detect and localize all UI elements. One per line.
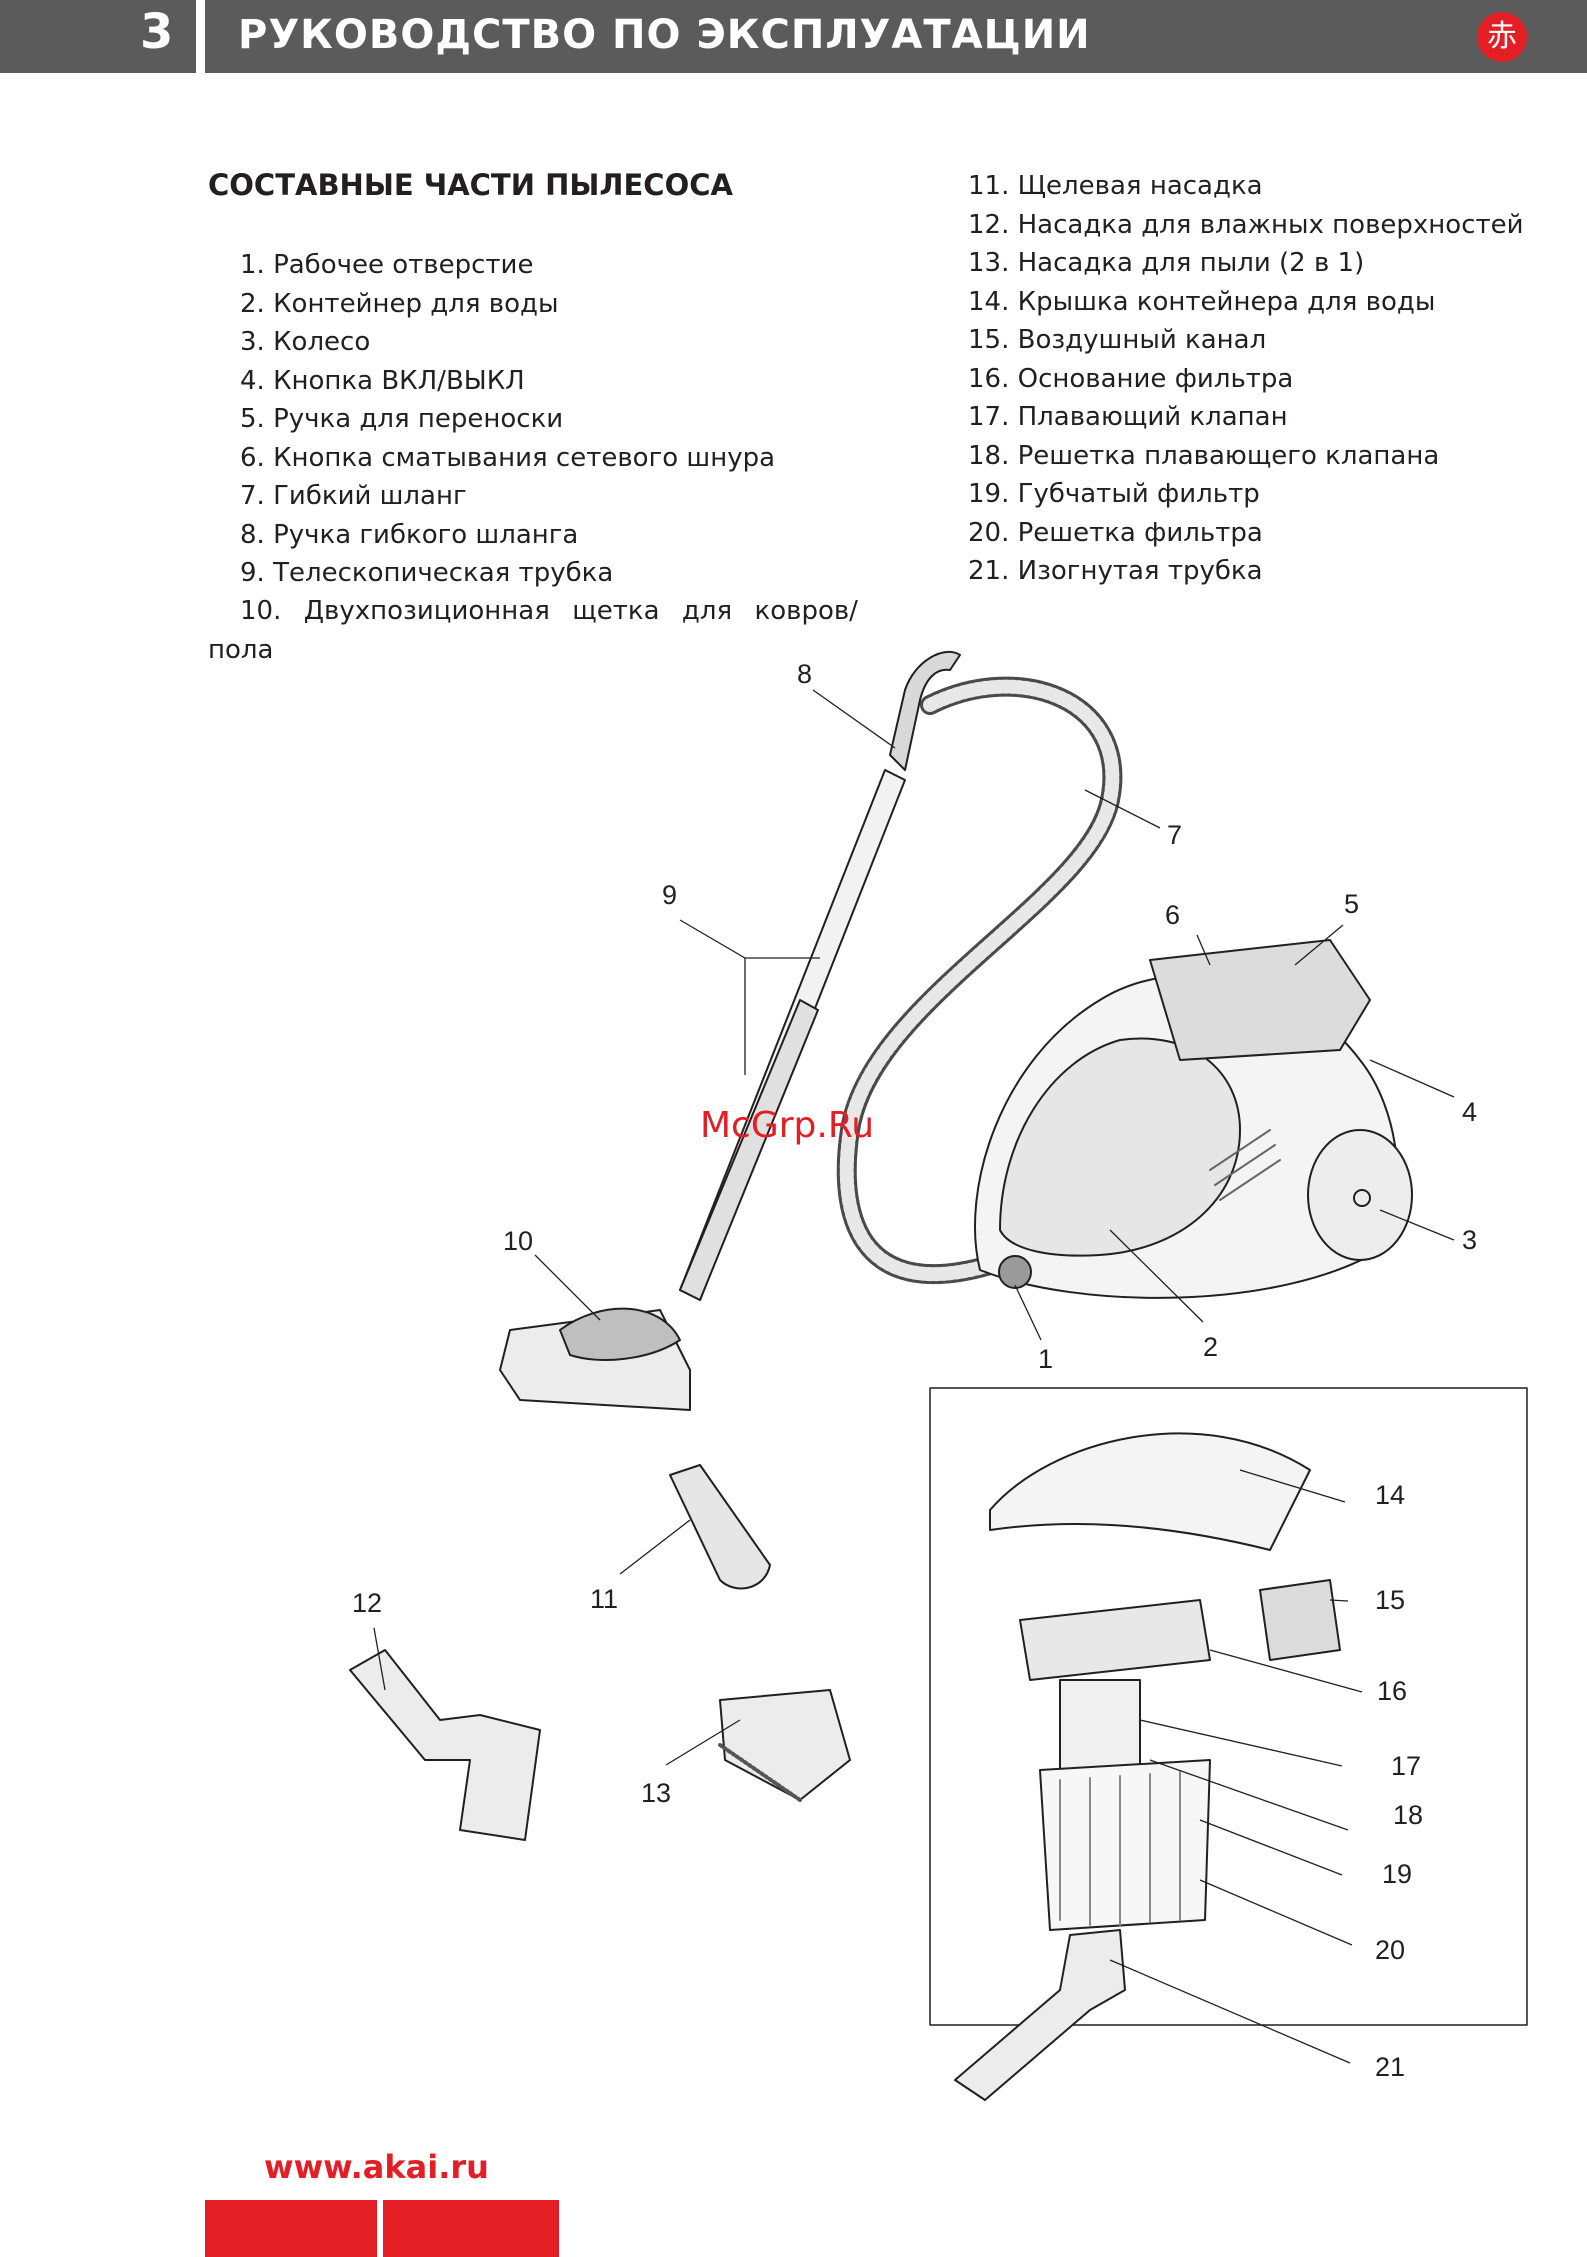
callout-label: 16 [1377, 1676, 1407, 1706]
part-item: 13. Насадка для пыли (2 в 1) [968, 248, 1365, 278]
part-item: 5. Ручка для переноски [240, 404, 564, 434]
footer-bar-left [205, 2200, 377, 2257]
part-item: 6. Кнопка сматывания сетевого шнура [240, 442, 776, 473]
part-10-word: щетка [572, 596, 660, 626]
callout-label: 7 [1167, 820, 1182, 850]
floating-valve-illustration [1059, 1679, 1141, 1781]
part-item: 3. Колесо [240, 327, 371, 357]
akai-logo-icon: 赤 [1477, 12, 1527, 62]
header-bar: 3 РУКОВОДСТВО ПО ЭКСПЛУАТАЦИИ 赤 [0, 0, 1587, 73]
page-number: 3 [140, 4, 174, 60]
callout-label: 4 [1462, 1097, 1477, 1127]
callout-label: 5 [1344, 889, 1359, 919]
part-10-word: для [681, 596, 733, 626]
part-item: 4. Кнопка ВКЛ/ВЫКЛ [240, 365, 525, 396]
part-item: 8. Ручка гибкого шланга [240, 519, 579, 550]
wheel-illustration [1307, 1129, 1413, 1261]
part-item: 19. Губчатый фильтр [968, 479, 1260, 509]
part-item: 18. Решетка плавающего клапана [968, 440, 1440, 471]
callout-label: 9 [662, 880, 677, 910]
watermark: McGrp.Ru [700, 1105, 875, 1146]
part-10-word: 10. [240, 596, 282, 626]
part-item-10: 10. Двухпозиционная щетка для ковров/ по… [208, 592, 858, 669]
filter-grid-illustration [1039, 1759, 1211, 1931]
part-item: 7. Гибкий шланг [240, 481, 467, 511]
filter-base-illustration [1019, 1599, 1211, 1681]
callout-label: 3 [1462, 1225, 1477, 1255]
callout-label: 6 [1165, 900, 1180, 930]
inset-frame [929, 1387, 1528, 2026]
parts-list-left: 1. Рабочее отверстие 2. Контейнер для во… [240, 246, 860, 593]
callout-label: 2 [1203, 1332, 1218, 1362]
part-10-continuation: пола [208, 634, 274, 665]
callout-label: 20 [1375, 1935, 1405, 1965]
callout-label: 15 [1375, 1585, 1405, 1615]
part-item: 9. Телескопическая трубка [240, 558, 614, 588]
part-item: 11. Щелевая насадка [968, 171, 1263, 201]
callout-label: 12 [352, 1588, 382, 1618]
callout-label: 21 [1375, 2052, 1405, 2082]
callout-label: 1 [1038, 1344, 1053, 1374]
footer-bar-right [383, 2200, 559, 2257]
part-item-10-line: 10. Двухпозиционная щетка для ковров/ [208, 592, 858, 631]
part-item: 1. Рабочее отверстие [240, 250, 534, 280]
part-item: 15. Воздушный канал [968, 325, 1267, 355]
document-title: РУКОВОДСТВО ПО ЭКСПЛУАТАЦИИ [238, 12, 1091, 58]
callout-label: 8 [797, 659, 812, 689]
callout-label: 14 [1375, 1480, 1405, 1510]
part-item: 14. Крышка контейнера для воды [968, 286, 1436, 317]
callout-label: 18 [1393, 1800, 1423, 1830]
title-box [205, 0, 1587, 73]
callout-label: 17 [1391, 1751, 1421, 1781]
callout-label: 19 [1382, 1859, 1412, 1889]
callout-label: 13 [641, 1778, 671, 1808]
part-10-word: Двухпозиционная [303, 596, 550, 626]
section-title: СОСТАВНЫЕ ЧАСТИ ПЫЛЕСОСА [208, 168, 733, 202]
callout-label: 10 [503, 1226, 533, 1256]
dust-brush-illustration [719, 1689, 851, 1801]
part-item: 17. Плавающий клапан [968, 402, 1288, 432]
curved-tube-illustration [954, 1929, 1126, 2101]
callout-label: 11 [590, 1584, 618, 1614]
wet-nozzle-illustration [349, 1649, 541, 1841]
page-number-box [0, 0, 196, 73]
parts-list-right: 11. Щелевая насадка 12. Насадка для влаж… [968, 167, 1568, 591]
part-10-word: ковров/ [754, 596, 858, 626]
container-lid-illustration [989, 1432, 1311, 1551]
part-item: 21. Изогнутая трубка [968, 556, 1263, 586]
website-link[interactable]: www.akai.ru [264, 2148, 489, 2186]
hose-handle-illustration [889, 650, 961, 771]
part-item: 2. Контейнер для воды [240, 288, 559, 319]
crevice-tool-illustration [669, 1464, 771, 1590]
part-item: 12. Насадка для влажных поверхностей [968, 209, 1524, 240]
part-item: 20. Решетка фильтра [968, 517, 1263, 548]
part-item: 16. Основание фильтра [968, 363, 1294, 394]
